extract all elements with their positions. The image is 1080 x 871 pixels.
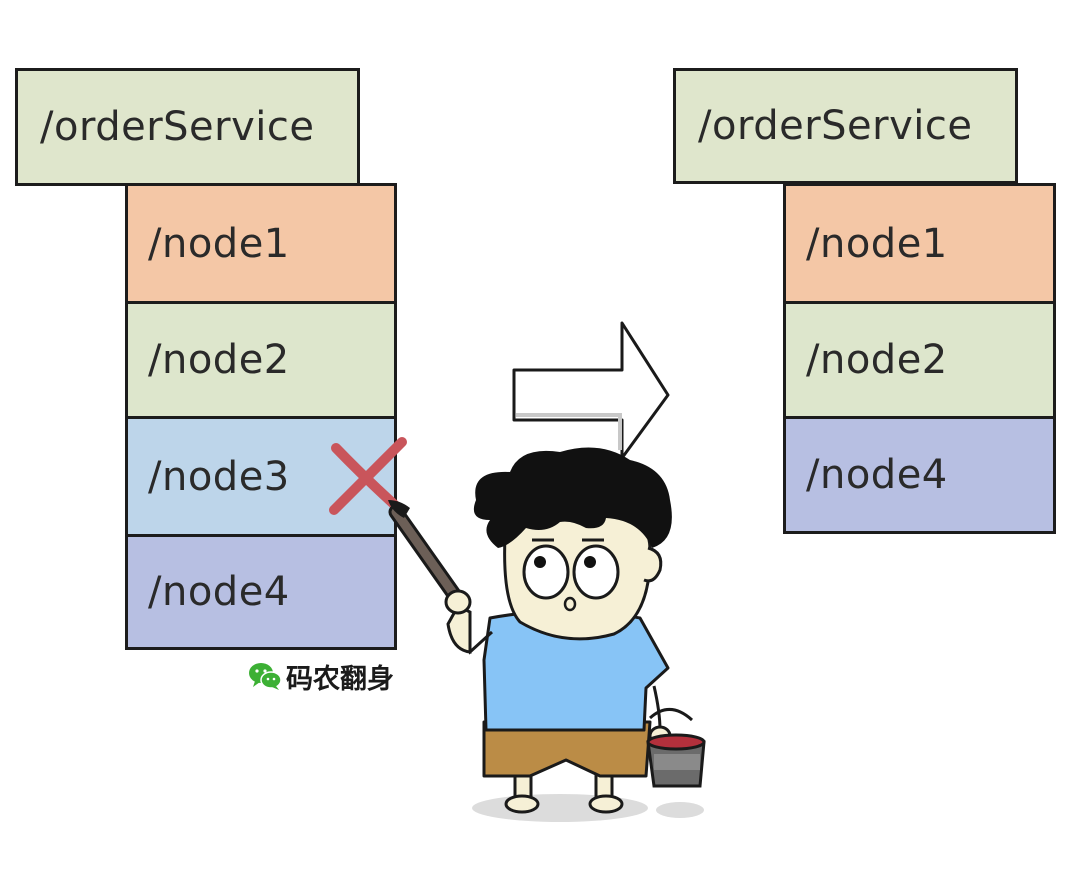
wechat-icon xyxy=(249,663,282,690)
right-node1-label: /node1 xyxy=(806,220,948,267)
right-node2-label: /node2 xyxy=(806,337,948,383)
watermark: 码农翻身 xyxy=(248,656,394,696)
watermark-text: 码农翻身 xyxy=(286,663,394,695)
left-node1: /node1 xyxy=(125,183,397,304)
left-node3: /node3 xyxy=(125,416,397,537)
left-node2-label: /node2 xyxy=(148,337,290,383)
left-node3-label: /node3 xyxy=(148,453,290,500)
right-root-label: /orderService xyxy=(698,103,973,149)
right-node1: /node1 xyxy=(783,183,1056,304)
left-root-label: /orderService xyxy=(40,104,315,150)
right-node2: /node2 xyxy=(783,301,1056,419)
left-node2: /node2 xyxy=(125,301,397,419)
left-root-node: /orderService xyxy=(15,68,360,186)
right-node4-label: /node4 xyxy=(806,452,948,498)
left-node4-label: /node4 xyxy=(148,569,290,615)
left-node4: /node4 xyxy=(125,534,397,650)
right-root-node: /orderService xyxy=(673,68,1018,184)
right-node4: /node4 xyxy=(783,416,1056,534)
left-node1-label: /node1 xyxy=(148,220,290,267)
